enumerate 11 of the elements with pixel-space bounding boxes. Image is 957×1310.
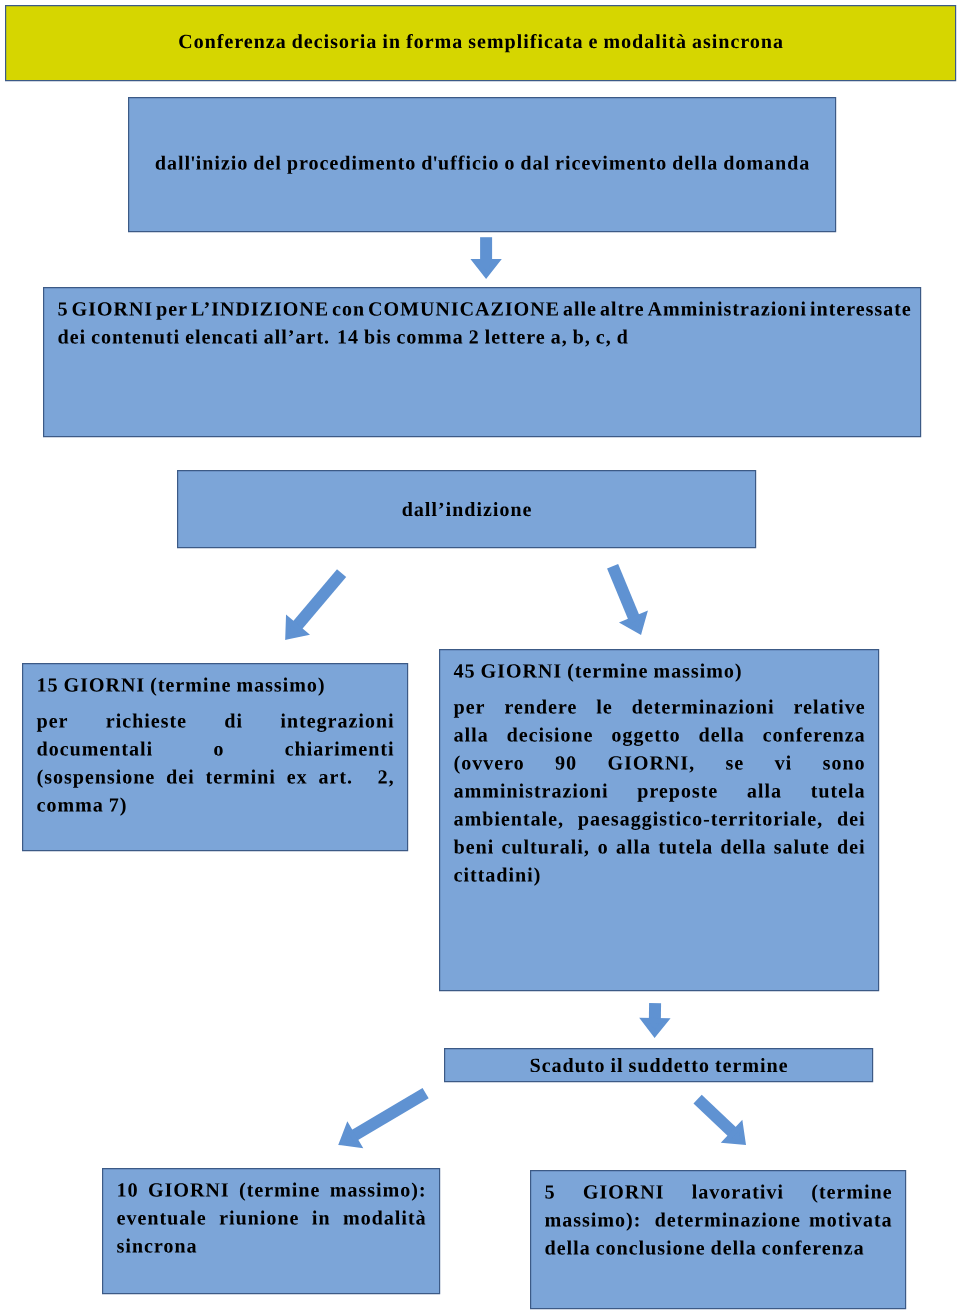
block-arrow xyxy=(285,569,347,640)
process-box: 15 GIORNI (termine massimo) per richieste di integrazioni documentali o chiarimenti (sospensione dei termini ex art. 2, comma 7) xyxy=(22,663,409,852)
process-box: 45 GIORNI (termine massimo) per rendere le determinazioni relative alla decisione oggetto della conferenza (ovvero 90 GIORNI, se vi sono amministrazioni preposte alla tutela ambientale, paesaggistico-territoriale, dei beni culturali, o alla tutela della salute dei cittadini) xyxy=(439,649,880,992)
process-box: Scaduto il suddetto termine xyxy=(444,1048,874,1083)
process-box: dall'inizio del procedimento d'ufficio o dal ricevimento della domanda xyxy=(128,97,837,233)
process-box: 5 GIORNI per L’INDIZIONE con COMUNICAZIONE alle altre Amministrazioni interessate dei contenuti elencati all’art. 14 bis comma 2 lettere a, b, c, d xyxy=(43,287,922,438)
process-box: 5 GIORNI lavorativi (termine massimo): determinazione motivata della conclusione della conferenza xyxy=(530,1170,907,1310)
process-box: 10 GIORNI (termine massimo): eventuale riunione in modalità sincrona xyxy=(102,1168,441,1295)
block-arrow xyxy=(693,1094,746,1145)
title-banner: Conferenza decisoria in forma semplificata e modalità asincrona xyxy=(5,5,957,82)
process-box: dall’indizione xyxy=(177,470,757,549)
